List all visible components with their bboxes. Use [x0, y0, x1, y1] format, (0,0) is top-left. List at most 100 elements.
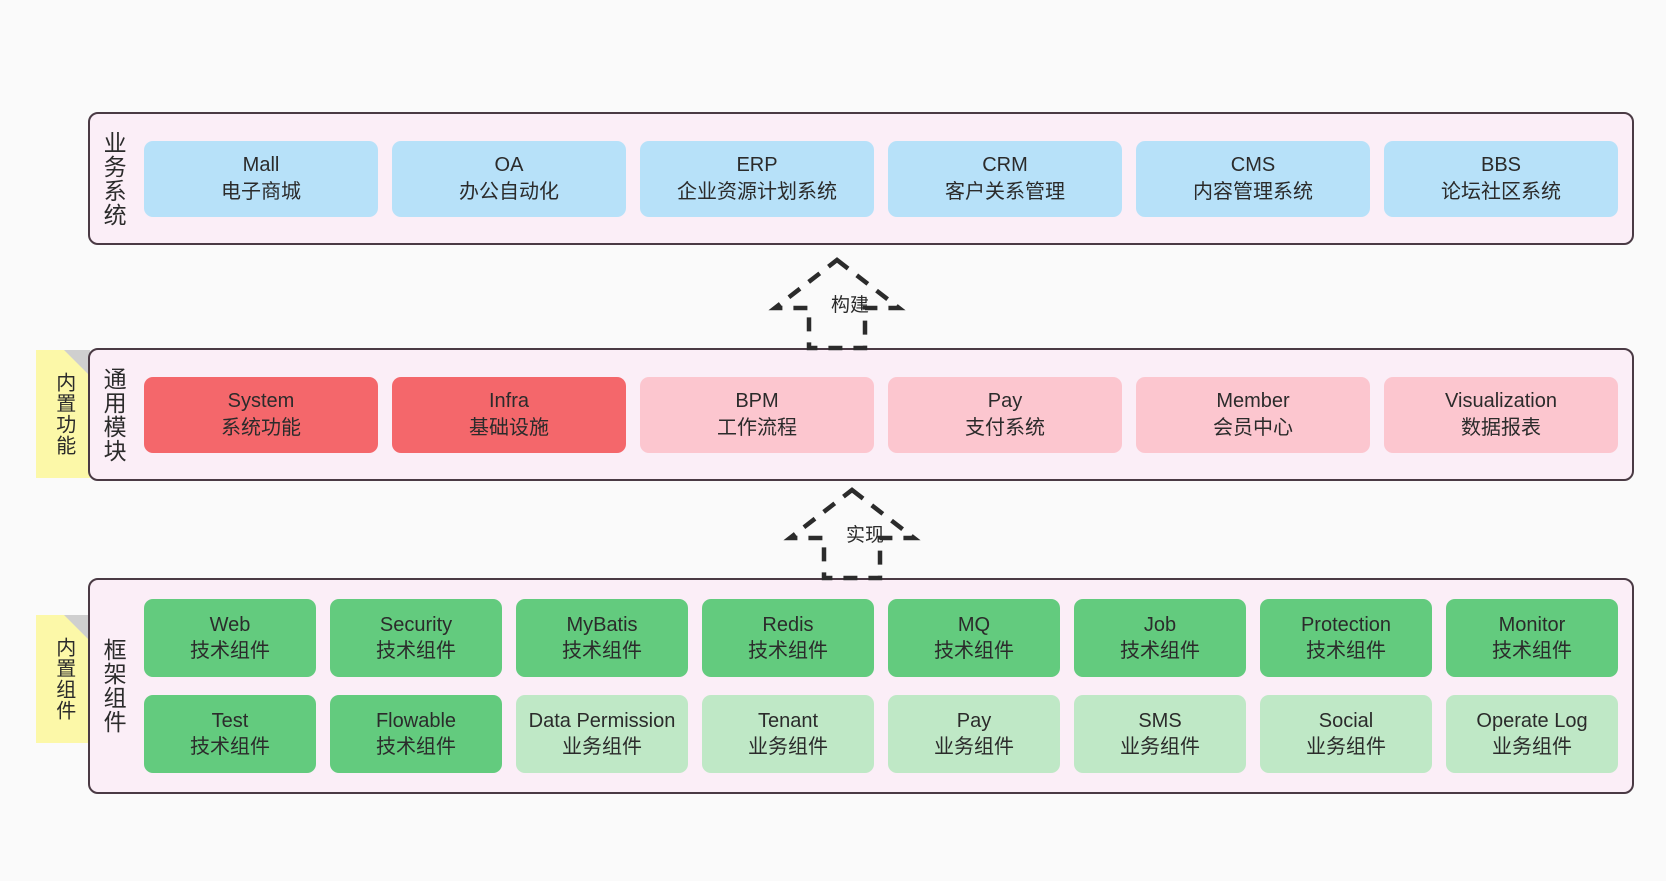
card-title: Monitor	[1498, 613, 1566, 636]
card-title: Pay	[956, 709, 992, 732]
card-member[interactable]: Member 会员中心	[1136, 376, 1370, 453]
sticky-note-builtin-component: 内置组件	[36, 615, 90, 743]
card-subtitle: 支付系统	[965, 416, 1045, 439]
card-subtitle: 工作流程	[717, 416, 797, 439]
card-visualization[interactable]: Visualization 数据报表	[1384, 376, 1618, 453]
card-mall[interactable]: Mall 电子商城	[144, 140, 378, 217]
card-test[interactable]: Test 技术组件	[144, 695, 316, 773]
connector-implement: 实现	[762, 486, 942, 581]
card-title: CMS	[1230, 154, 1276, 177]
card-web[interactable]: Web 技术组件	[144, 599, 316, 677]
layer-framework-component: 框架组件 Web 技术组件 Security 技术组件 MyBatis 技术组件…	[88, 578, 1634, 794]
card-subtitle: 基础设施	[469, 416, 549, 439]
card-subtitle: 技术组件	[1120, 640, 1200, 662]
layer-body-business-system: Mall 电子商城 OA 办公自动化 ERP 企业资源计划系统 CRM 客户关系…	[136, 114, 1632, 243]
card-title: CRM	[982, 154, 1028, 177]
card-row: Web 技术组件 Security 技术组件 MyBatis 技术组件 Redi…	[144, 599, 1618, 677]
card-subtitle: 业务组件	[1306, 736, 1386, 758]
connector-build: 构建	[747, 256, 927, 351]
layer-title-common-module: 通用模块	[100, 366, 127, 463]
layer-business-system: 业务系统 Mall 电子商城 OA 办公自动化 ERP 企业资源计划系统 CRM…	[88, 112, 1634, 245]
sticky-note-label: 内置组件	[52, 637, 75, 721]
card-title: Data Permission	[528, 709, 676, 732]
card-subtitle: 业务组件	[562, 736, 642, 758]
layer-title-business-system: 业务系统	[100, 130, 127, 227]
card-title: Tenant	[757, 709, 819, 732]
card-subtitle: 办公自动化	[459, 180, 559, 203]
card-subtitle: 技术组件	[376, 736, 456, 758]
card-title: Pay	[987, 390, 1023, 413]
card-cms[interactable]: CMS 内容管理系统	[1136, 140, 1370, 217]
card-sms[interactable]: SMS 业务组件	[1074, 695, 1246, 773]
card-title: Redis	[762, 613, 814, 636]
card-subtitle: 数据报表	[1461, 416, 1541, 439]
card-data-permission[interactable]: Data Permission 业务组件	[516, 695, 688, 773]
card-bpm[interactable]: BPM 工作流程	[640, 376, 874, 453]
card-mybatis[interactable]: MyBatis 技术组件	[516, 599, 688, 677]
card-job[interactable]: Job 技术组件	[1074, 599, 1246, 677]
card-subtitle: 技术组件	[190, 640, 270, 662]
card-subtitle: 内容管理系统	[1193, 180, 1313, 203]
card-subtitle: 系统功能	[221, 416, 301, 439]
card-erp[interactable]: ERP 企业资源计划系统	[640, 140, 874, 217]
sticky-note-builtin-feature: 内置功能	[36, 350, 90, 478]
card-monitor[interactable]: Monitor 技术组件	[1446, 599, 1618, 677]
card-social[interactable]: Social 业务组件	[1260, 695, 1432, 773]
card-subtitle: 业务组件	[748, 736, 828, 758]
card-subtitle: 业务组件	[1120, 736, 1200, 758]
card-pay[interactable]: Pay 支付系统	[888, 376, 1122, 453]
card-row: System 系统功能 Infra 基础设施 BPM 工作流程 Pay 支付系统…	[144, 376, 1618, 453]
card-infra[interactable]: Infra 基础设施	[392, 376, 626, 453]
card-pay-business[interactable]: Pay 业务组件	[888, 695, 1060, 773]
card-subtitle: 技术组件	[562, 640, 642, 662]
card-bbs[interactable]: BBS 论坛社区系统	[1384, 140, 1618, 217]
connector-label: 构建	[831, 295, 870, 316]
card-mq[interactable]: MQ 技术组件	[888, 599, 1060, 677]
card-title: Security	[379, 613, 453, 636]
card-oa[interactable]: OA 办公自动化	[392, 140, 626, 217]
card-redis[interactable]: Redis 技术组件	[702, 599, 874, 677]
connector-label: 实现	[846, 525, 885, 546]
card-subtitle: 技术组件	[376, 640, 456, 662]
card-title: System	[227, 390, 295, 413]
card-title: Protection	[1300, 613, 1392, 636]
card-title: Infra	[488, 390, 530, 413]
card-title: Mall	[242, 154, 280, 177]
generalization-arrow-icon	[768, 257, 906, 351]
card-row: Test 技术组件 Flowable 技术组件 Data Permission …	[144, 695, 1618, 773]
card-title: SMS	[1138, 709, 1182, 732]
card-title: Web	[209, 613, 251, 636]
card-title: BBS	[1480, 154, 1522, 177]
card-title: BPM	[735, 390, 779, 413]
card-system[interactable]: System 系统功能	[144, 376, 378, 453]
card-subtitle: 企业资源计划系统	[677, 180, 837, 203]
card-title: MQ	[957, 613, 991, 636]
card-subtitle: 技术组件	[1306, 640, 1386, 662]
card-flowable[interactable]: Flowable 技术组件	[330, 695, 502, 773]
card-title: ERP	[736, 154, 778, 177]
card-title: MyBatis	[566, 613, 638, 636]
card-crm[interactable]: CRM 客户关系管理	[888, 140, 1122, 217]
card-operate-log[interactable]: Operate Log 业务组件	[1446, 695, 1618, 773]
card-subtitle: 业务组件	[934, 736, 1014, 758]
sticky-note-label: 内置功能	[52, 372, 75, 456]
card-title: Social	[1318, 709, 1374, 732]
layer-body-framework-component: Web 技术组件 Security 技术组件 MyBatis 技术组件 Redi…	[136, 580, 1632, 792]
card-subtitle: 技术组件	[934, 640, 1014, 662]
card-subtitle: 论坛社区系统	[1441, 180, 1561, 203]
generalization-arrow-icon	[783, 487, 921, 581]
card-tenant[interactable]: Tenant 业务组件	[702, 695, 874, 773]
card-title: Test	[211, 709, 249, 732]
card-subtitle: 技术组件	[748, 640, 828, 662]
card-title: Visualization	[1445, 390, 1557, 413]
card-security[interactable]: Security 技术组件	[330, 599, 502, 677]
layer-body-common-module: System 系统功能 Infra 基础设施 BPM 工作流程 Pay 支付系统…	[136, 350, 1632, 479]
card-subtitle: 技术组件	[1492, 640, 1572, 662]
card-subtitle: 客户关系管理	[945, 180, 1065, 203]
layer-title-framework-component: 框架组件	[100, 638, 127, 734]
card-subtitle: 业务组件	[1492, 736, 1572, 758]
card-title: Flowable	[375, 709, 457, 732]
card-subtitle: 电子商城	[221, 180, 301, 203]
card-protection[interactable]: Protection 技术组件	[1260, 599, 1432, 677]
layer-common-module: 通用模块 System 系统功能 Infra 基础设施 BPM 工作流程 Pay…	[88, 348, 1634, 481]
